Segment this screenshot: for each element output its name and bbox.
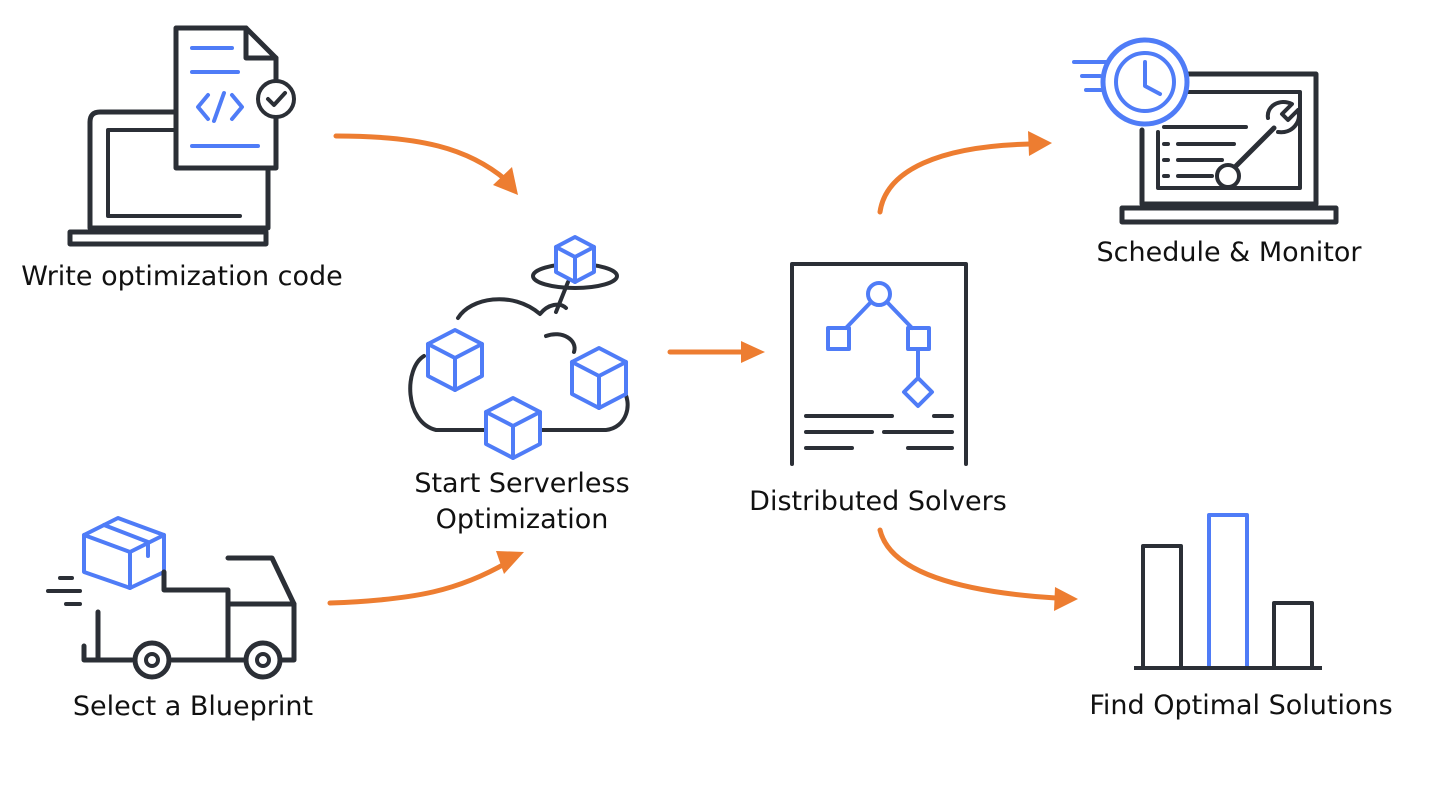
select-blueprint-label: Select a Blueprint bbox=[72, 691, 314, 722]
clock-wrench-laptop-icon bbox=[1072, 37, 1339, 225]
start-label-line1: Start Serverless bbox=[414, 468, 630, 499]
start-serverless-optimization-label: Start Serverless Optimization bbox=[388, 466, 656, 538]
bar-right bbox=[1272, 601, 1314, 670]
flowchart-document-icon bbox=[790, 262, 968, 466]
distributed-solvers-label: Distributed Solvers bbox=[749, 486, 1007, 517]
arrow-blueprint-to-start bbox=[327, 559, 511, 606]
write-optimization-code-label: Write optimization code bbox=[21, 261, 343, 292]
bar-chart-icon bbox=[1134, 513, 1322, 670]
delivery-truck-icon bbox=[46, 516, 297, 680]
serverless-cloud-icon bbox=[408, 235, 630, 460]
start-label-line2: Optimization bbox=[435, 504, 609, 535]
arrow-distributed-to-schedule bbox=[877, 141, 1033, 215]
bar-left bbox=[1141, 544, 1183, 670]
find-optimal-solutions-label: Find Optimal Solutions bbox=[1089, 690, 1393, 721]
schedule-monitor-label: Schedule & Monitor bbox=[1096, 237, 1362, 268]
bar-middle bbox=[1207, 513, 1249, 670]
laptop-code-document-icon bbox=[67, 25, 296, 247]
arrow-distributed-to-find bbox=[877, 527, 1059, 601]
arrow-write-to-start bbox=[333, 133, 509, 183]
flow-arrows bbox=[327, 131, 1078, 611]
